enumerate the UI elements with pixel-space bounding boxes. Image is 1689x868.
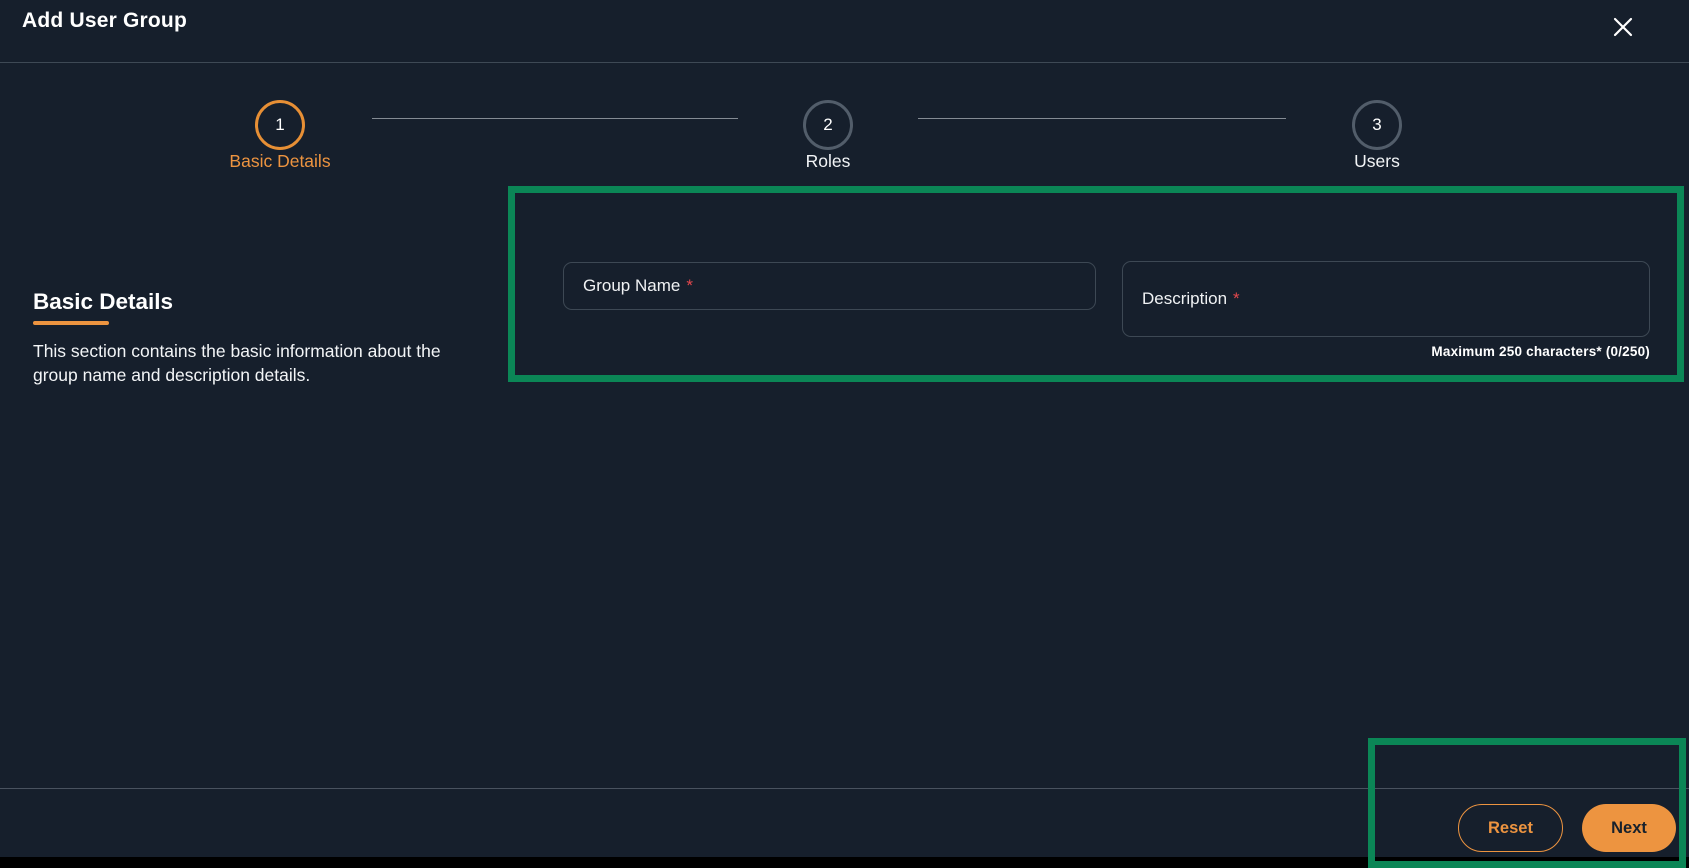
reset-button[interactable]: Reset — [1458, 804, 1563, 852]
step-1-number: 1 — [275, 115, 284, 135]
description-char-counter: Maximum 250 characters* (0/250) — [1122, 344, 1650, 359]
description-label: Description — [1142, 289, 1227, 309]
description-required-asterisk: * — [1233, 289, 1240, 309]
step-2-label[interactable]: Roles — [718, 151, 938, 172]
stepper-connector-2 — [918, 118, 1286, 119]
step-3-circle[interactable]: 3 — [1352, 100, 1402, 150]
stepper-connector-1 — [372, 118, 738, 119]
step-1-label[interactable]: Basic Details — [170, 151, 390, 172]
step-1-circle[interactable]: 1 — [255, 100, 305, 150]
header-divider — [0, 62, 1689, 63]
step-3-number: 3 — [1372, 115, 1381, 135]
close-icon[interactable] — [1610, 14, 1636, 40]
step-3-label[interactable]: Users — [1267, 151, 1487, 172]
next-button[interactable]: Next — [1582, 804, 1676, 852]
footer-divider — [0, 788, 1689, 789]
description-field[interactable]: Description * — [1122, 261, 1650, 337]
section-description: This section contains the basic informat… — [33, 340, 473, 387]
section-heading: Basic Details — [33, 289, 173, 315]
step-2-circle[interactable]: 2 — [803, 100, 853, 150]
group-name-field[interactable]: Group Name * — [563, 262, 1096, 310]
group-name-label: Group Name — [583, 276, 680, 296]
step-2-number: 2 — [823, 115, 832, 135]
group-name-required-asterisk: * — [686, 276, 693, 296]
section-heading-underline — [33, 321, 109, 325]
dialog-title: Add User Group — [22, 9, 187, 33]
